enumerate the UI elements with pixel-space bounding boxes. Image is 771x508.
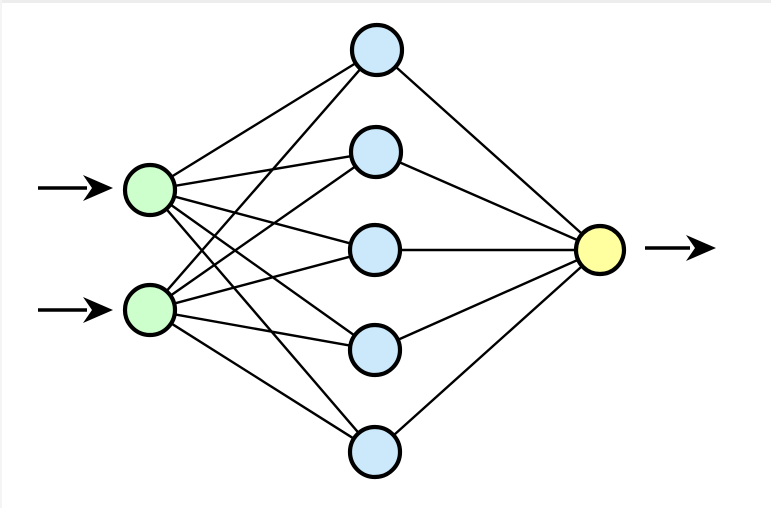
- output-arrow-1: [645, 235, 716, 261]
- output-arrow-1-head: [686, 235, 716, 261]
- top-edge-band: [0, 0, 771, 3]
- input-arrow-2: [38, 297, 113, 323]
- node-i2[interactable]: [122, 282, 178, 338]
- node-h1[interactable]: [349, 22, 405, 78]
- io-arrows-group: [38, 175, 716, 323]
- edge-i2-h1: [164, 66, 363, 294]
- output-layer: [573, 223, 627, 277]
- input-arrow-1-head: [83, 175, 113, 201]
- nodes-group: [122, 22, 627, 480]
- edge-i2-h4: [172, 313, 353, 347]
- edge-i2-h3: [171, 254, 354, 306]
- input-arrow-2-head: [83, 297, 113, 323]
- node-h2[interactable]: [348, 124, 404, 180]
- input-arrow-1: [38, 175, 113, 201]
- edges-group: [164, 61, 585, 441]
- hidden-layer: [347, 22, 405, 480]
- node-h4[interactable]: [347, 322, 403, 378]
- edge-i2-h2: [168, 164, 358, 298]
- edge-h5-o1: [391, 264, 585, 438]
- edge-i1-h2: [172, 154, 354, 188]
- node-i1[interactable]: [122, 162, 178, 218]
- input-layer: [122, 162, 178, 338]
- node-h5[interactable]: [347, 424, 403, 480]
- edge-h4-o1: [395, 258, 581, 342]
- node-o1[interactable]: [573, 223, 627, 277]
- node-h3[interactable]: [347, 222, 403, 278]
- edge-h1-o1: [393, 64, 585, 236]
- edge-i2-h5: [169, 321, 356, 441]
- edge-i1-h1: [169, 61, 358, 179]
- edge-i1-h4: [168, 202, 357, 338]
- left-edge-band: [0, 0, 2, 508]
- edge-i1-h5: [164, 207, 361, 435]
- edge-h2-o1: [396, 160, 581, 242]
- edge-i1-h3: [171, 194, 354, 246]
